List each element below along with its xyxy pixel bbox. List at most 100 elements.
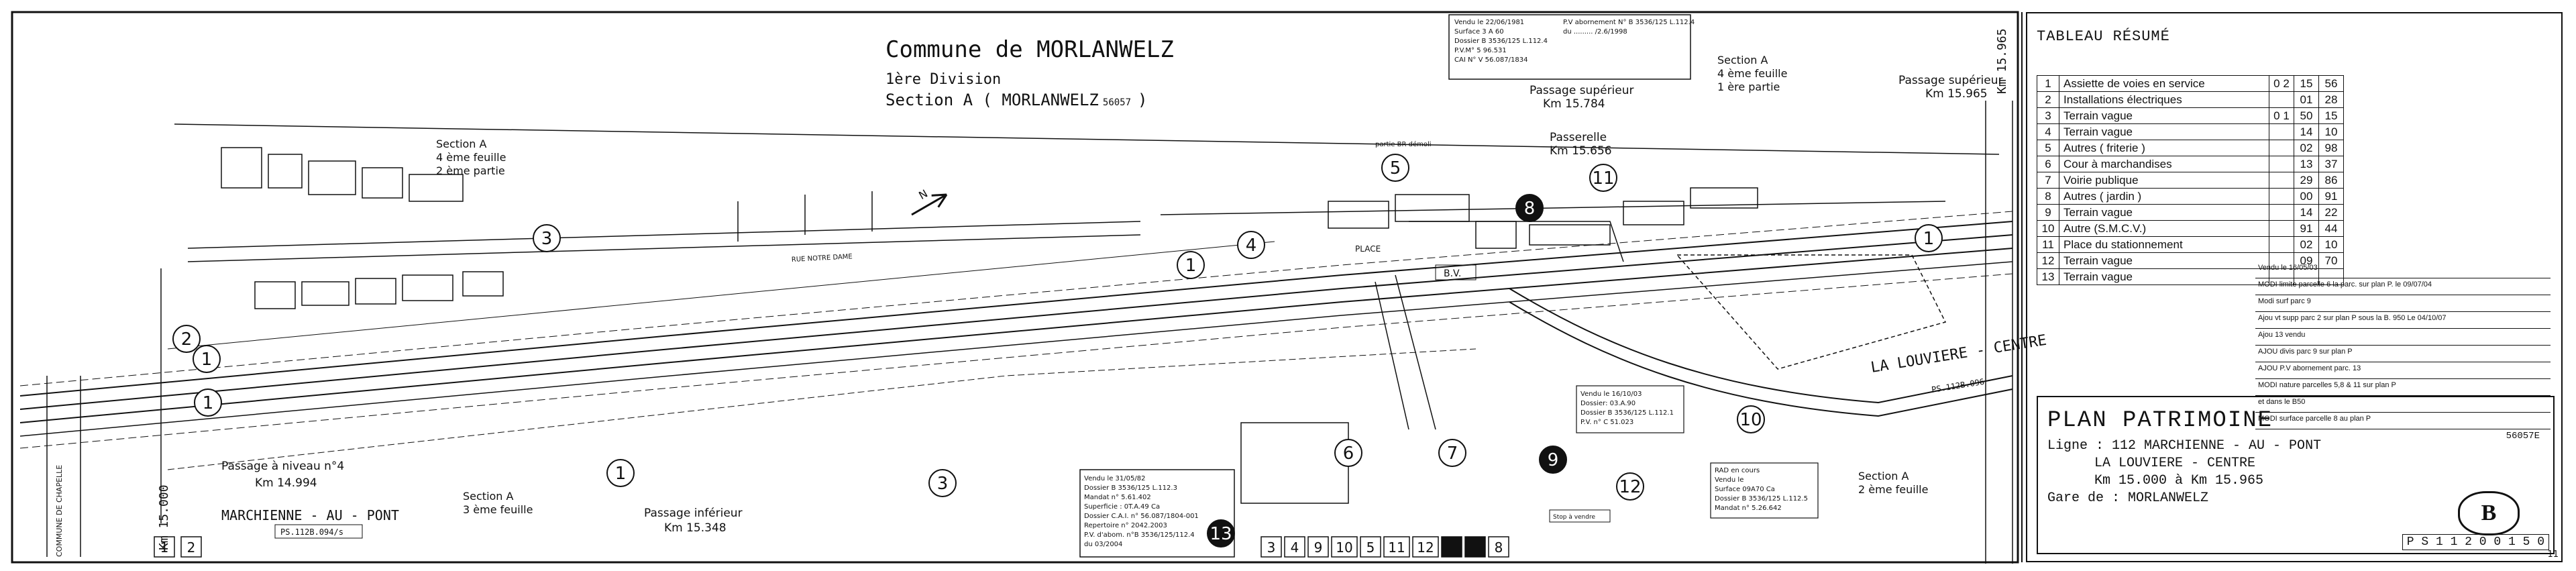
passage-sup1-name: Passage supérieur bbox=[1529, 84, 1634, 97]
bv-box bbox=[1435, 264, 1477, 280]
passage-inf-name: Passage inférieur bbox=[644, 507, 743, 520]
passerelle-km: Km 15.656 bbox=[1550, 144, 1612, 158]
section-a42-l1: 4 ème feuille bbox=[436, 151, 506, 164]
note-mid-2: Dossier B 3536/125 L.112.1 bbox=[1580, 409, 1674, 417]
revision-notes: Vendu le 16/05/03 MODI limite parcelle 6… bbox=[2255, 262, 2551, 429]
rev-note: et dans le B50 bbox=[2255, 396, 2551, 413]
bottom-boxes: 3 4 9 10 5 11 12 8 1 2 bbox=[154, 536, 1509, 558]
cart-title: PLAN PATRIMOINE bbox=[2047, 408, 2273, 433]
section-a42-l2: 2 ème partie bbox=[436, 164, 505, 177]
note-box-12: RAD en cours Vendu le Surface 09A70 Ca D… bbox=[1710, 462, 1819, 519]
sncb-logo-icon: B bbox=[2458, 491, 2520, 535]
note-left-6: P.V. d'abom. n°B 3536/125/112.4 bbox=[1084, 531, 1195, 539]
summary-cell: 50 bbox=[2294, 107, 2319, 124]
section-a41-l1: 4 ème feuille bbox=[1717, 67, 1787, 80]
note-mid-3: P.V. n° C 51.023 bbox=[1580, 419, 1633, 426]
summary-cell bbox=[2269, 220, 2294, 237]
summary-cell: 01 bbox=[2294, 91, 2319, 108]
marker-11: 11 bbox=[1592, 168, 1614, 189]
cart-line: Gare de : MORLANWELZ bbox=[2047, 490, 2209, 506]
summary-cell: 22 bbox=[2318, 204, 2344, 221]
rev-note: AJOU divis parc 9 sur plan P bbox=[2255, 346, 2551, 362]
note-12-0: RAD en cours bbox=[1715, 467, 1760, 474]
rev-note: AJOU P.V abornement parc. 13 bbox=[2255, 362, 2551, 379]
svg-text:N: N bbox=[916, 187, 930, 202]
marker-6: 6 bbox=[1343, 444, 1354, 464]
summary-cell: 15 bbox=[2318, 107, 2344, 124]
passage-sup1-km: Km 15.784 bbox=[1543, 97, 1605, 111]
marker-12: 12 bbox=[1619, 477, 1641, 497]
summary-cell: 2 bbox=[2037, 91, 2059, 108]
summary-cell: Autre (S.M.C.V.) bbox=[2059, 220, 2269, 237]
summary-cell: Terrain vague bbox=[2059, 107, 2269, 124]
summary-cell: 14 bbox=[2294, 204, 2319, 221]
bbox-1: 4 bbox=[1291, 539, 1299, 556]
summary-cell: 28 bbox=[2318, 91, 2344, 108]
summary-cell bbox=[2269, 123, 2294, 140]
note-left-7: du 03/2004 bbox=[1084, 541, 1122, 548]
summary-cell: 3 bbox=[2037, 107, 2059, 124]
summary-cell bbox=[2269, 236, 2294, 253]
summary-cell: 02 bbox=[2294, 236, 2319, 253]
bbox-2: 9 bbox=[1314, 539, 1323, 556]
section-a42-l0: Section A bbox=[436, 138, 487, 150]
marker-3a: 3 bbox=[541, 229, 553, 249]
bbox-5: 11 bbox=[1388, 539, 1405, 556]
summary-cell: 00 bbox=[2294, 188, 2319, 205]
bbox-6: 12 bbox=[1417, 539, 1434, 556]
note-box-mid: Vendu le 16/10/03 Dossier: 03.A.90 Dossi… bbox=[1576, 385, 1684, 433]
summary-cell: 12 bbox=[2037, 252, 2059, 269]
bbox-fill-a bbox=[1441, 536, 1462, 558]
summary-cell: 98 bbox=[2318, 140, 2344, 156]
summary-cell: 02 bbox=[2294, 140, 2319, 156]
summary-cell: 70 bbox=[2318, 252, 2344, 269]
summary-cell bbox=[2269, 172, 2294, 189]
own-pv-0: P.V abornement N° B 3536/125 L.112.4 bbox=[1563, 19, 1695, 26]
marker-1d: 1 bbox=[1185, 256, 1197, 276]
summary-cell: 29 bbox=[2294, 172, 2319, 189]
marker-5: 5 bbox=[1390, 158, 1401, 178]
summary-cell: 13 bbox=[2037, 268, 2059, 285]
rev-note: MODI surface parcelle 8 au plan P bbox=[2255, 413, 2551, 429]
summary-cell bbox=[2269, 268, 2294, 285]
note-left-1: Dossier B 3536/125 L.112.3 bbox=[1084, 484, 1177, 492]
summary-cell: Terrain vague bbox=[2059, 252, 2269, 269]
marker-3b: 3 bbox=[937, 474, 949, 494]
summary-cell: 91 bbox=[2318, 188, 2344, 205]
drawing-frame bbox=[11, 11, 2019, 564]
passage-sup2-name: Passage supérieur bbox=[1898, 74, 2003, 87]
note-12-1: Vendu le bbox=[1715, 476, 1743, 484]
summary-cell bbox=[2269, 188, 2294, 205]
lbox-0: 1 bbox=[160, 539, 169, 556]
summary-cell: 14 bbox=[2294, 123, 2319, 140]
summary-cell: Voirie publique bbox=[2059, 172, 2269, 189]
summary-cell: Autres ( jardin ) bbox=[2059, 188, 2269, 205]
summary-cell: Installations électriques bbox=[2059, 91, 2269, 108]
commune-title: Commune de MORLANWELZ bbox=[885, 36, 1174, 63]
note-left-0: Vendu le 31/05/82 bbox=[1084, 475, 1145, 482]
section-close: ) bbox=[1138, 91, 1147, 109]
summary-cell: 8 bbox=[2037, 188, 2059, 205]
summary-cell: Place du stationnement bbox=[2059, 236, 2269, 253]
parcel-markers: 1 2 1 3 3 1 1 4 5 6 7 8 9 10 11 12 13 1 bbox=[172, 154, 1943, 548]
section-a41-l2: 1 ère partie bbox=[1717, 81, 1780, 93]
summary-cell: 13 bbox=[2294, 156, 2319, 172]
rev-note: MODI nature parcelles 5,8 & 11 sur plan … bbox=[2255, 379, 2551, 396]
summary-cell: 86 bbox=[2318, 172, 2344, 189]
summary-cell: 0 1 bbox=[2269, 107, 2294, 124]
section-name: Section A ( MORLANWELZ bbox=[885, 91, 1099, 109]
marker-10: 10 bbox=[1739, 410, 1762, 430]
place-label: PLACE bbox=[1355, 244, 1381, 254]
note-left-3: Superficie : 0T.A.49 Ca bbox=[1084, 503, 1160, 511]
passerelle-name: Passerelle bbox=[1550, 131, 1607, 144]
summary-cell: 10 bbox=[2318, 236, 2344, 253]
cart-line: LA LOUVIERE - CENTRE bbox=[2094, 456, 2256, 471]
summary-cell bbox=[2318, 268, 2344, 285]
summary-cell bbox=[2269, 91, 2294, 108]
cart-lines: Ligne : 112 MARCHIENNE - AU - PONT LA LO… bbox=[2047, 437, 2321, 507]
